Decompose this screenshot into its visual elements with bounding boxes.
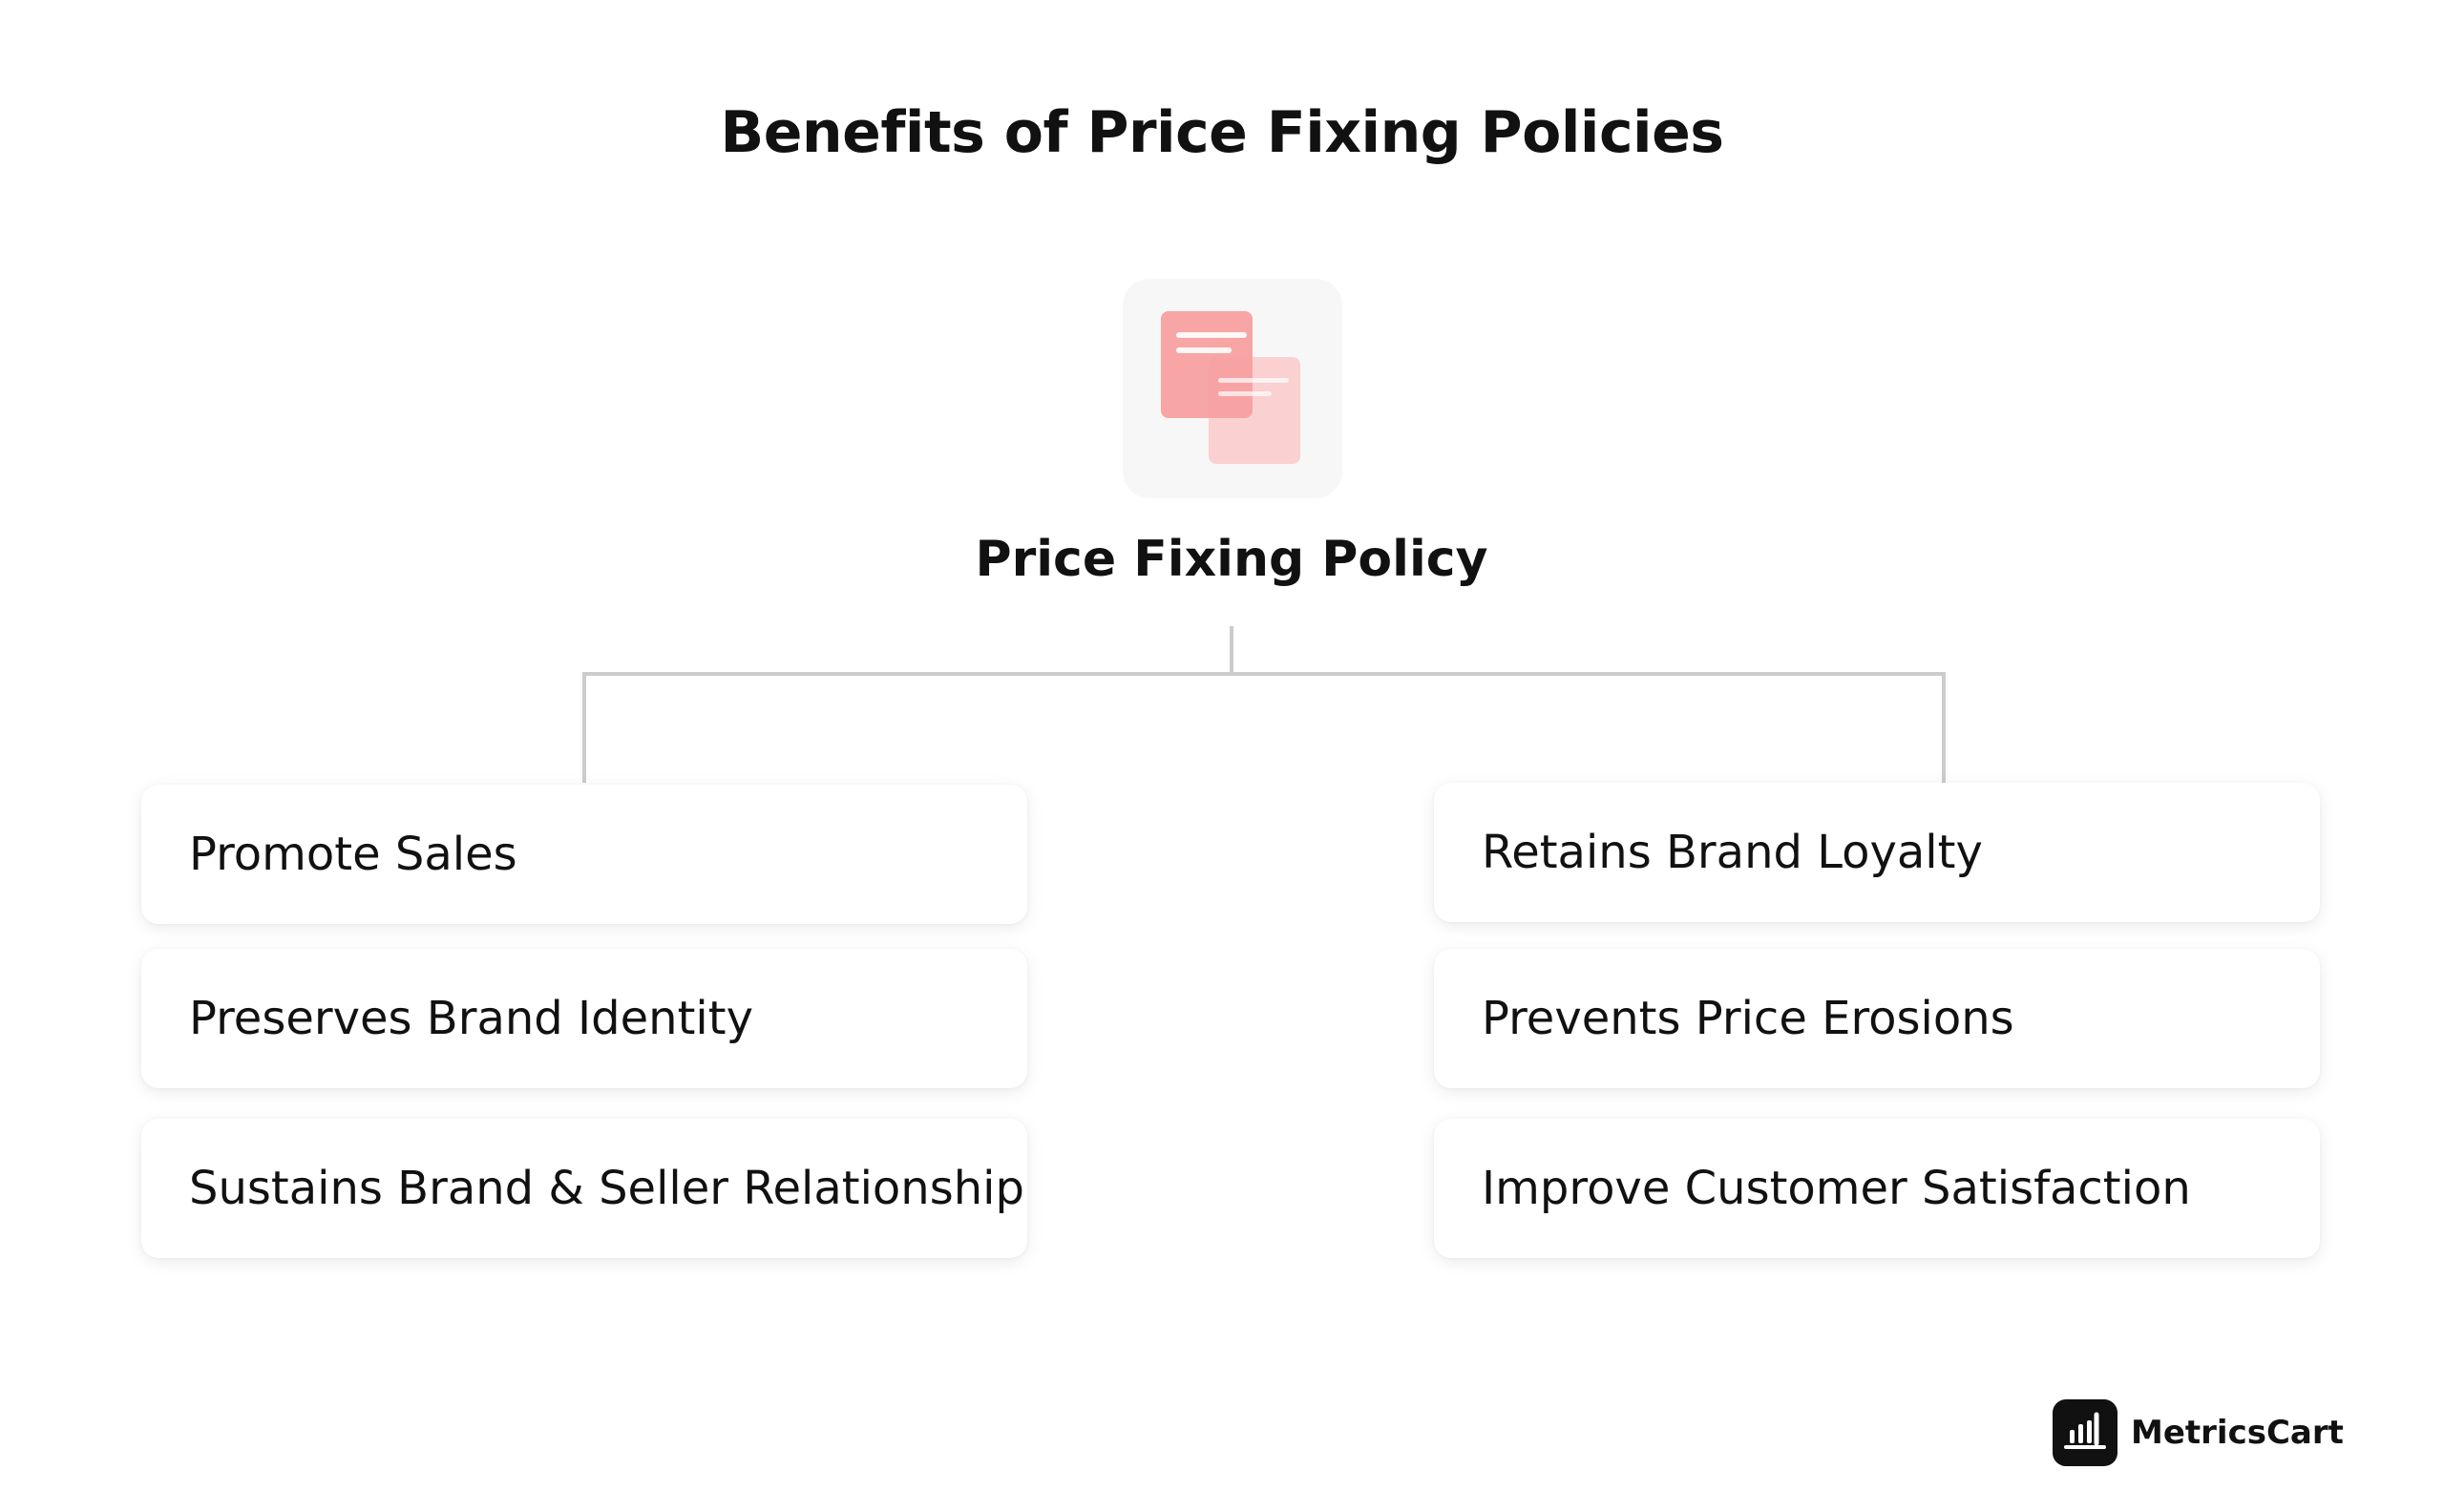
diagram-title: Benefits of Price Fixing Policies [720, 99, 1724, 166]
brand-logo: MetricsCart [2053, 1399, 2344, 1466]
bar-chart-logo-icon [2053, 1399, 2117, 1466]
benefit-card-improve-customer-satisfaction: Improve Customer Satisfaction [1434, 1119, 2320, 1258]
hub-label: Price Fixing Policy [975, 531, 1488, 588]
brand-name: MetricsCart [2131, 1414, 2344, 1452]
benefit-card-retains-brand-loyalty: Retains Brand Loyalty [1434, 783, 2320, 922]
benefit-card-preserves-brand-identity: Preserves Brand Identity [141, 949, 1027, 1088]
benefit-card-sustains-relationship: Sustains Brand & Seller Relationship [141, 1119, 1027, 1258]
benefit-card-prevents-price-erosions: Prevents Price Erosions [1434, 949, 2320, 1088]
documents-icon [1123, 279, 1342, 498]
benefit-card-promote-sales: Promote Sales [141, 785, 1027, 924]
